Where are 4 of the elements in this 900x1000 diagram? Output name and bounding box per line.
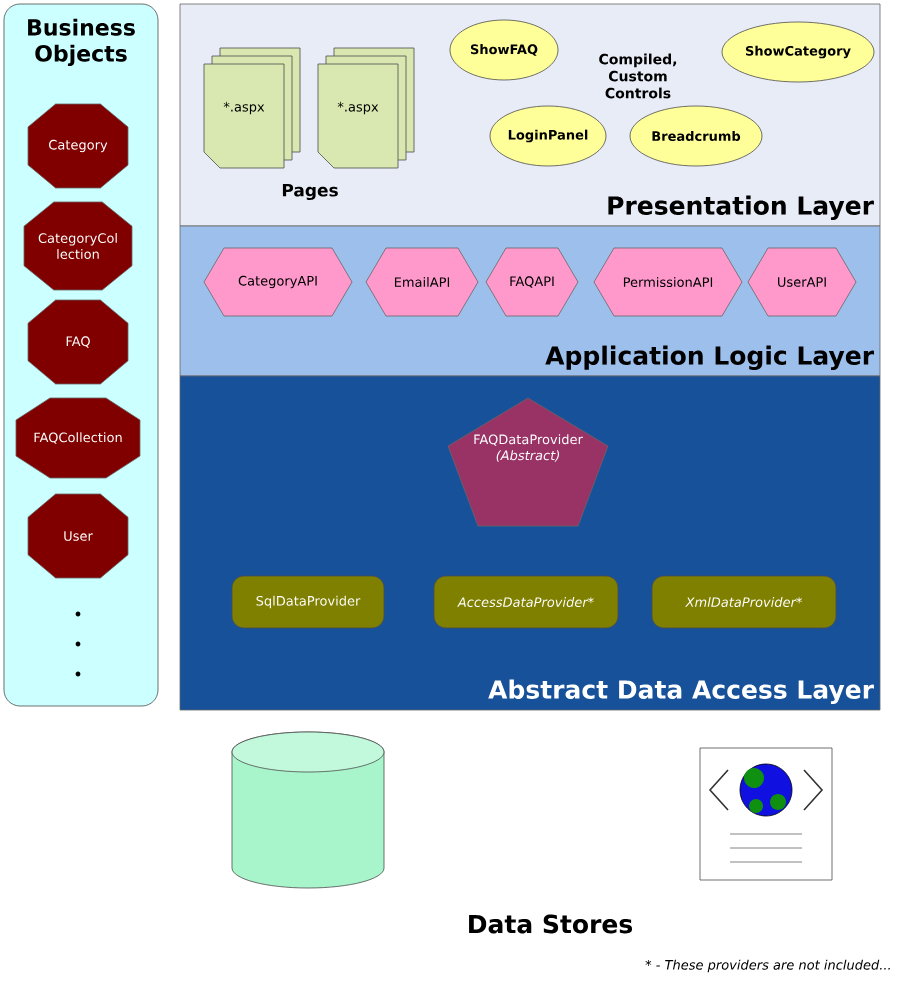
section-caption: Pages <box>282 183 338 201</box>
document-drawing <box>699 747 833 881</box>
section-title: Data Stores <box>469 914 633 934</box>
database-cylinder <box>231 731 385 889</box>
